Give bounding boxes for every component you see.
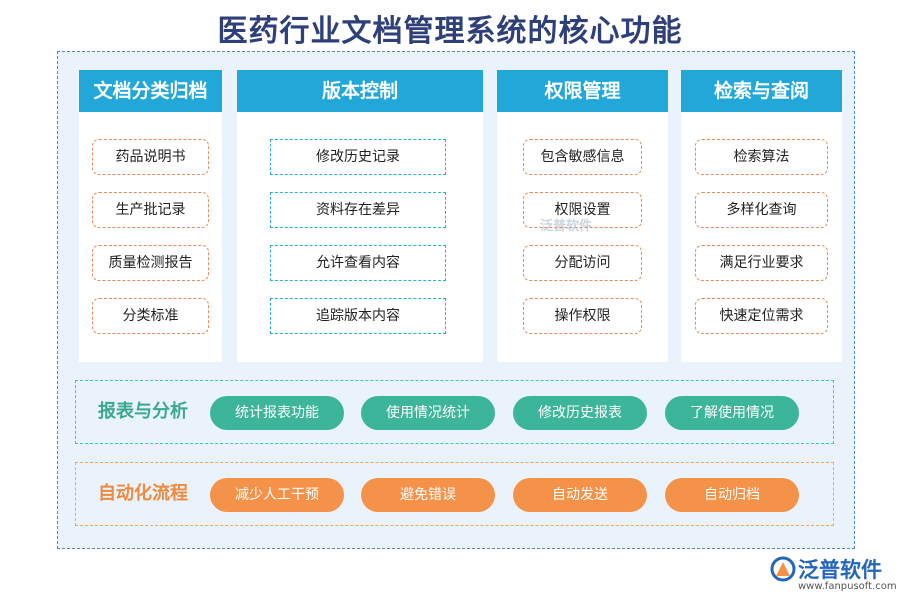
item-quality-report: 质量检测报告: [92, 245, 209, 281]
page-title: 医药行业文档管理系统的核心功能: [217, 14, 683, 49]
brand-logo: 泛普软件 www.fanpusoft.com: [770, 554, 897, 598]
item-search-algorithm: 检索算法: [695, 139, 828, 175]
brand-url: www.fanpusoft.com: [798, 581, 897, 592]
row-label-automation: 自动化流程: [98, 483, 188, 504]
pill-revision-report: 修改历史报表: [513, 396, 647, 430]
pill-usage-stat: 使用情况统计: [361, 396, 495, 430]
item-operation-permission: 操作权限: [523, 298, 642, 334]
pill-auto-send: 自动发送: [513, 478, 647, 512]
row-automation: 自动化流程 减少人工干预 避免错误 自动发送 自动归档: [75, 462, 834, 526]
column-header-archive: 文档分类归档: [79, 70, 222, 112]
item-permission-settings: 权限设置: [523, 192, 642, 228]
item-assign-access: 分配访问: [523, 245, 642, 281]
item-allow-view: 允许查看内容: [270, 245, 446, 281]
column-header-permission: 权限管理: [497, 70, 668, 112]
item-track-version: 追踪版本内容: [270, 298, 446, 334]
pill-avoid-errors: 避免错误: [361, 478, 495, 512]
pill-auto-archive: 自动归档: [665, 478, 799, 512]
item-revision-history: 修改历史记录: [270, 139, 446, 175]
pill-reduce-manual: 减少人工干预: [210, 478, 344, 512]
pill-understand-usage: 了解使用情况: [665, 396, 799, 430]
row-label-reports: 报表与分析: [98, 401, 188, 422]
item-batch-record: 生产批记录: [92, 192, 209, 228]
item-data-difference: 资料存在差异: [270, 192, 446, 228]
column-header-version: 版本控制: [237, 70, 483, 112]
item-drug-manual: 药品说明书: [92, 139, 209, 175]
item-quick-locate: 快速定位需求: [695, 298, 828, 334]
item-industry-requirements: 满足行业要求: [695, 245, 828, 281]
row-reports: 报表与分析 统计报表功能 使用情况统计 修改历史报表 了解使用情况: [75, 380, 834, 444]
item-diverse-query: 多样化查询: [695, 192, 828, 228]
column-version: 版本控制 修改历史记录 资料存在差异 允许查看内容 追踪版本内容: [237, 70, 483, 362]
column-header-search: 检索与查阅: [681, 70, 842, 112]
column-archive: 文档分类归档 药品说明书 生产批记录 质量检测报告 分类标准: [79, 70, 222, 362]
item-sensitive-info: 包含敏感信息: [523, 139, 642, 175]
item-classification-standard: 分类标准: [92, 298, 209, 334]
column-permission: 权限管理 包含敏感信息 权限设置 分配访问 操作权限: [497, 70, 668, 362]
brand-icon: [770, 556, 796, 582]
brand-name: 泛普软件: [798, 558, 882, 582]
column-search: 检索与查阅 检索算法 多样化查询 满足行业要求 快速定位需求: [681, 70, 842, 362]
pill-stat-report: 统计报表功能: [210, 396, 344, 430]
